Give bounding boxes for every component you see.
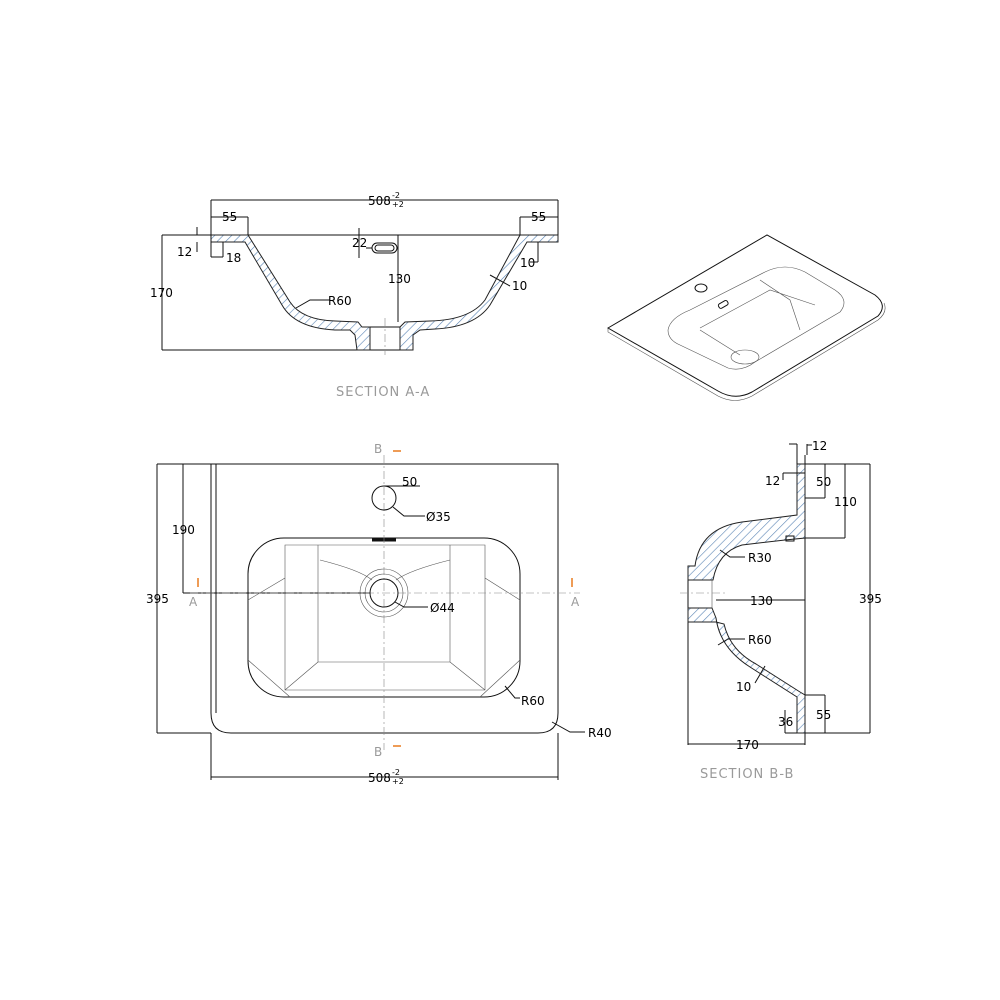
section-b-b: 12 12 50 110 395 R30 130 R60 10 36 55 17…	[680, 439, 882, 782]
drain-hole	[369, 578, 399, 608]
section-title-aa: SECTION A-A	[336, 385, 430, 400]
dim-depth: 395	[146, 592, 169, 606]
marker-a-left: A	[189, 595, 198, 609]
dim-radius-bottom: R60	[748, 633, 772, 647]
sink-profile-front	[687, 607, 806, 734]
sink-profile-back	[687, 463, 806, 581]
dim-upstand: 12	[765, 474, 780, 488]
dim-tap-offset: 190	[172, 523, 195, 537]
dim-width: 508	[368, 194, 391, 208]
dim-front-height: 55	[816, 708, 831, 722]
dim-radius: R60	[328, 294, 352, 308]
dim-tol-lower: +2	[392, 200, 404, 209]
dim-tol-upper: -2	[392, 768, 400, 777]
dim-front-lip: 36	[778, 715, 793, 729]
dim-depth: 130	[388, 272, 411, 286]
dim-overflow: 22	[352, 236, 367, 250]
isometric-view	[607, 234, 886, 401]
dim-wall: 10	[736, 680, 751, 694]
dim-drain-depth: 130	[750, 594, 773, 608]
dim-height: 170	[736, 738, 759, 752]
dim-bowl-radius: R60	[521, 694, 545, 708]
marker-b-top: B	[374, 442, 382, 456]
marker-b-bottom: B	[374, 745, 382, 759]
dim-rim-thickness: 12	[177, 245, 192, 259]
dim-tap-from-back: 50	[402, 475, 417, 489]
dim-deck-depth: 110	[834, 495, 857, 509]
marker-a-right: A	[571, 595, 580, 609]
sink-profile-right	[399, 234, 559, 351]
section-a-a: 508 -2 +2 55 55 12 18 22 130 170 R60 10 …	[150, 191, 559, 400]
plan-view: B B A A 395 190 50 Ø35 Ø44 R60 R40 508 -…	[146, 442, 612, 786]
dim-wall-right: 10	[520, 256, 535, 270]
dim-upstand-height: 50	[816, 475, 831, 489]
dim-tol-lower: +2	[392, 777, 404, 786]
dim-tol-upper: -2	[392, 191, 400, 200]
dim-wall-slope: 10	[512, 279, 527, 293]
dim-drain-hole: Ø44	[430, 601, 455, 615]
dim-height: 170	[150, 286, 173, 300]
dim-depth: 395	[859, 592, 882, 606]
dim-rim-drop: 18	[226, 251, 241, 265]
dim-corner-radius: R40	[588, 726, 612, 740]
dim-width: 508	[368, 771, 391, 785]
dim-tap-hole: Ø35	[426, 510, 451, 524]
dim-rim-left: 55	[222, 210, 237, 224]
dim-radius-top: R30	[748, 551, 772, 565]
section-title-bb: SECTION B-B	[700, 767, 794, 782]
sink-profile-left	[210, 234, 371, 351]
dim-rim-right: 55	[531, 210, 546, 224]
dim-top-thickness: 12	[812, 439, 827, 453]
